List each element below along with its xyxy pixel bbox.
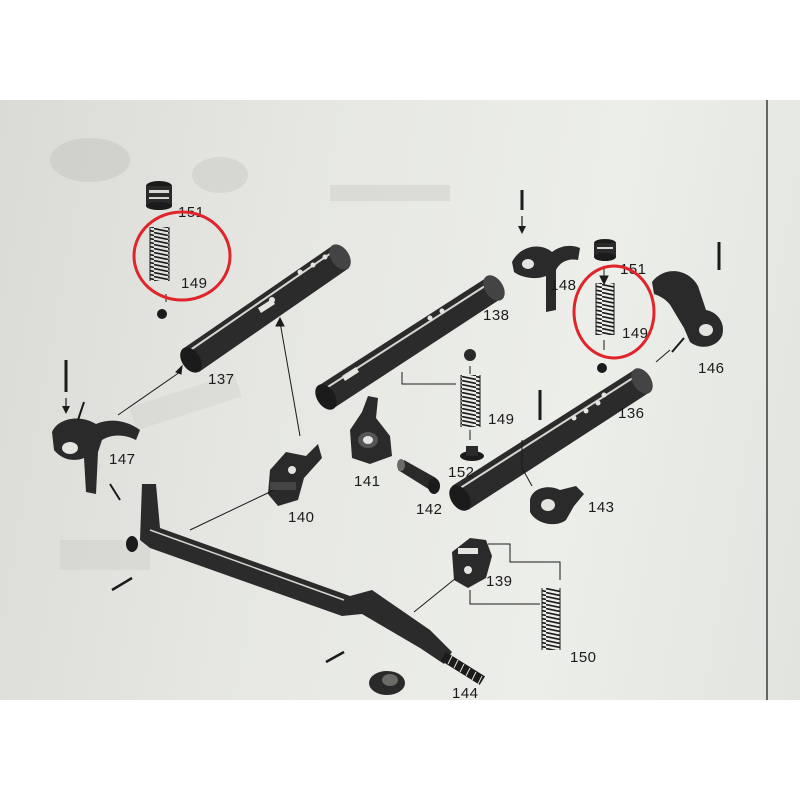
part-147-shift-fork xyxy=(52,401,140,501)
label-149-left: 149 xyxy=(181,275,208,292)
highlight-circle-149-right xyxy=(572,264,656,360)
part-141-lever-block xyxy=(350,396,392,464)
part-150-spring xyxy=(541,588,561,650)
part-151-right-plug xyxy=(594,239,616,261)
leader-lines xyxy=(117,268,671,613)
part-137-shift-rail xyxy=(180,244,351,373)
label-148: 148 xyxy=(550,277,577,294)
part-149-mid-spring xyxy=(460,375,481,427)
label-142: 142 xyxy=(416,501,443,518)
part-146-shift-fork xyxy=(652,271,724,353)
label-149-right: 149 xyxy=(622,325,649,342)
label-149-mid: 149 xyxy=(488,411,515,428)
part-142-pin xyxy=(397,459,440,494)
part-143-bracket xyxy=(530,486,584,525)
part-139-selector-block xyxy=(452,538,492,588)
label-137: 137 xyxy=(208,371,235,388)
part-148-shift-fork xyxy=(512,245,580,312)
label-146: 146 xyxy=(698,360,725,377)
label-152: 152 xyxy=(448,464,475,481)
part-149-right-spring xyxy=(595,283,615,335)
part-144-selector-shaft xyxy=(126,484,486,685)
part-pin-left xyxy=(62,360,70,414)
part-ball-right xyxy=(597,363,607,373)
part-small-pins xyxy=(111,576,345,664)
part-ball-left xyxy=(157,309,167,319)
part-140-selector-block xyxy=(268,444,322,506)
highlight-annotations xyxy=(132,210,656,360)
label-136: 136 xyxy=(618,405,645,422)
part-pin-top-mid xyxy=(518,190,526,234)
bleed-through-ghost xyxy=(50,138,450,570)
label-138: 138 xyxy=(483,307,510,324)
part-152-plug xyxy=(460,446,484,461)
label-143: 143 xyxy=(588,499,615,516)
label-139: 139 xyxy=(486,573,513,590)
label-150: 150 xyxy=(570,649,597,666)
highlight-circle-149-left xyxy=(132,210,232,302)
part-ball-mid xyxy=(464,349,476,361)
label-144: 144 xyxy=(452,685,479,702)
label-151-right: 151 xyxy=(620,261,647,278)
part-bushing-bottom xyxy=(369,671,405,695)
part-151-left-plug xyxy=(146,181,172,210)
part-labels: 151 149 137 147 140 138 149 141 152 142 … xyxy=(109,204,725,702)
part-136-shift-rail xyxy=(449,368,653,511)
page-border-line xyxy=(766,100,768,700)
label-140: 140 xyxy=(288,509,315,526)
part-138-shift-rail xyxy=(315,275,505,410)
label-141: 141 xyxy=(354,473,381,490)
part-149-left-spring xyxy=(149,227,170,281)
label-147: 147 xyxy=(109,451,136,468)
catalog-page xyxy=(0,100,800,700)
